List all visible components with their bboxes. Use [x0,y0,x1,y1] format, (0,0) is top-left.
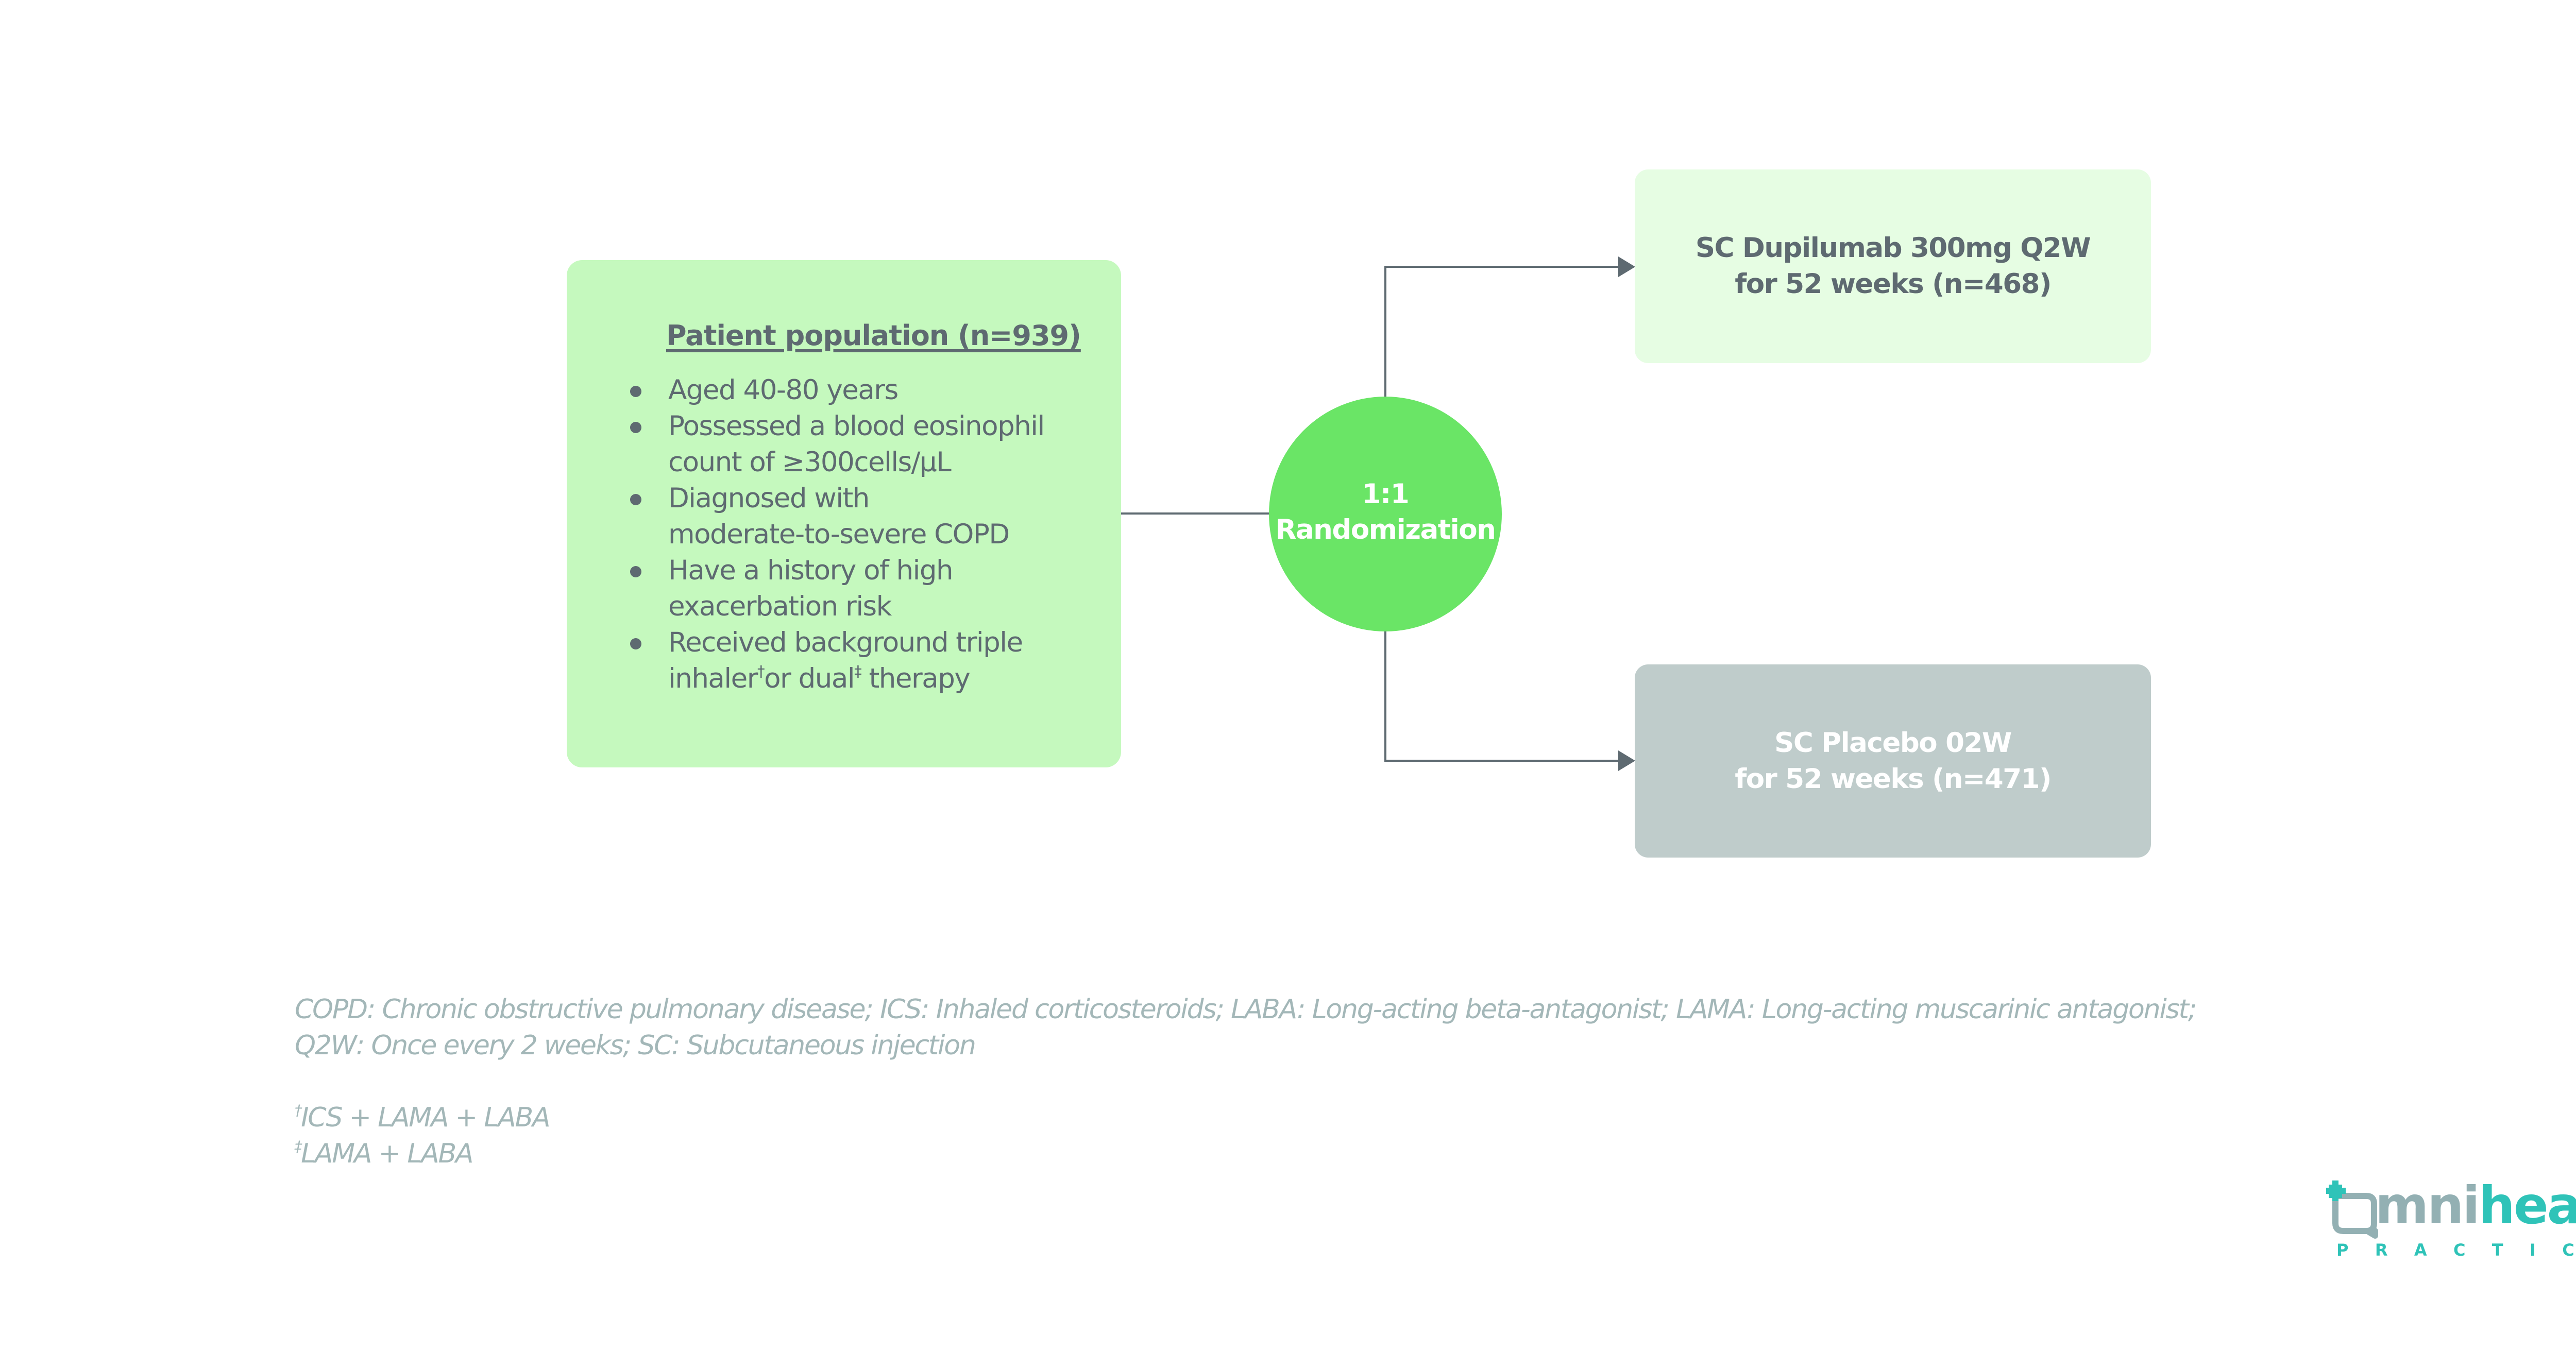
logo-tagline-letter: I [2529,1240,2536,1260]
logo-tagline-letter: P [2336,1240,2349,1260]
criteria-text: Have a history of high [668,555,954,586]
criteria-text: exacerbation risk [668,591,892,622]
dupilumab-arm-box: SC Dupilumab 300mg Q2W for 52 weeks (n=4… [1635,169,2151,363]
criteria-item: Diagnosed with moderate-to-severe COPD [567,481,1121,553]
criteria-text: count of ≥300cells/µL [668,447,952,478]
dagger-mark: † [757,662,765,680]
double-dagger-footnote: ‡LAMA + LABA [295,1136,2196,1172]
arrowhead-dupilumab [1618,256,1635,277]
bullet-icon [630,566,641,577]
dagger-symbol: † [295,1101,302,1119]
bullet-icon [630,638,641,649]
criteria-item: Received background triple inhaler†or du… [567,625,1121,697]
dagger-footnote: †ICS + LAMA + LABA [295,1100,2196,1136]
placebo-arm-box: SC Placebo 02W for 52 weeks (n=471) [1635,664,2151,858]
dagger-footnote-text: ICS + LAMA + LABA [301,1102,550,1133]
criteria-text: Possessed a blood eosinophil [668,410,1045,442]
arrowhead-placebo [1618,750,1635,771]
logo-tagline-letter: A [2414,1240,2427,1260]
therapy-inhaler: inhaler [668,663,758,694]
criteria-text: Received background triple [668,627,1023,658]
bullet-icon [630,494,641,505]
logo-tagline: P R A C T I C E [2336,1240,2576,1260]
criteria-item: Have a history of high exacerbation risk [567,553,1121,625]
dupilumab-arm-line2: for 52 weeks (n=468) [1735,268,2052,300]
criteria-text: Diagnosed with [668,483,870,514]
logo-tagline-letter: C [2562,1240,2574,1260]
connector-circle-to-dupilumab [1384,266,1620,398]
logo-wordmark: mnihealth [2375,1177,2576,1234]
placebo-arm-line1: SC Placebo 02W [1774,727,2012,759]
logo-tagline-letter: R [2375,1240,2388,1260]
criteria-text-therapy: inhaler†or dual‡ therapy [668,661,1121,697]
omnihealth-practice-logo: mnihealth P R A C T I C E [2326,1177,2576,1263]
criteria-text: Aged 40-80 years [668,374,899,406]
dupilumab-arm-line1: SC Dupilumab 300mg Q2W [1695,232,2091,264]
logo-bubble-icon [2326,1180,2378,1239]
randomization-label: Randomization [1275,514,1496,545]
patient-population-title: Patient population (n=939) [666,319,1081,352]
double-dagger-mark: ‡ [854,662,862,680]
bullet-icon [630,386,641,397]
logo-word-gray: mni [2375,1175,2480,1236]
abbreviations-line: COPD: Chronic obstructive pulmonary dise… [295,994,2197,1025]
double-dagger-symbol: ‡ [295,1137,302,1155]
abbreviations-line: Q2W: Once every 2 weeks; SC: Subcutaneou… [295,1030,976,1061]
criteria-item: Aged 40-80 years [567,372,1121,408]
logo-word-teal: health [2478,1175,2576,1236]
inclusion-criteria-list: Aged 40-80 years Possessed a blood eosin… [567,372,1121,697]
connector-circle-to-placebo [1384,630,1620,762]
footnotes: COPD: Chronic obstructive pulmonary dise… [295,991,2197,1172]
patient-population-box: Patient population (n=939) Aged 40-80 ye… [567,260,1121,767]
randomization-ratio: 1:1 [1362,478,1410,510]
therapy-or-dual: or dual [764,663,855,694]
double-dagger-footnote-text: LAMA + LABA [301,1138,473,1169]
criteria-item: Possessed a blood eosinophil count of ≥3… [567,408,1121,481]
logo-tagline-letter: T [2492,1240,2503,1260]
placebo-arm-line2: for 52 weeks (n=471) [1735,763,2052,795]
therapy-suffix: therapy [861,663,971,694]
bullet-icon [630,422,641,433]
logo-tagline-letter: C [2453,1240,2466,1260]
randomization-circle: 1:1 Randomization [1269,397,1502,631]
criteria-text: moderate-to-severe COPD [668,519,1010,550]
